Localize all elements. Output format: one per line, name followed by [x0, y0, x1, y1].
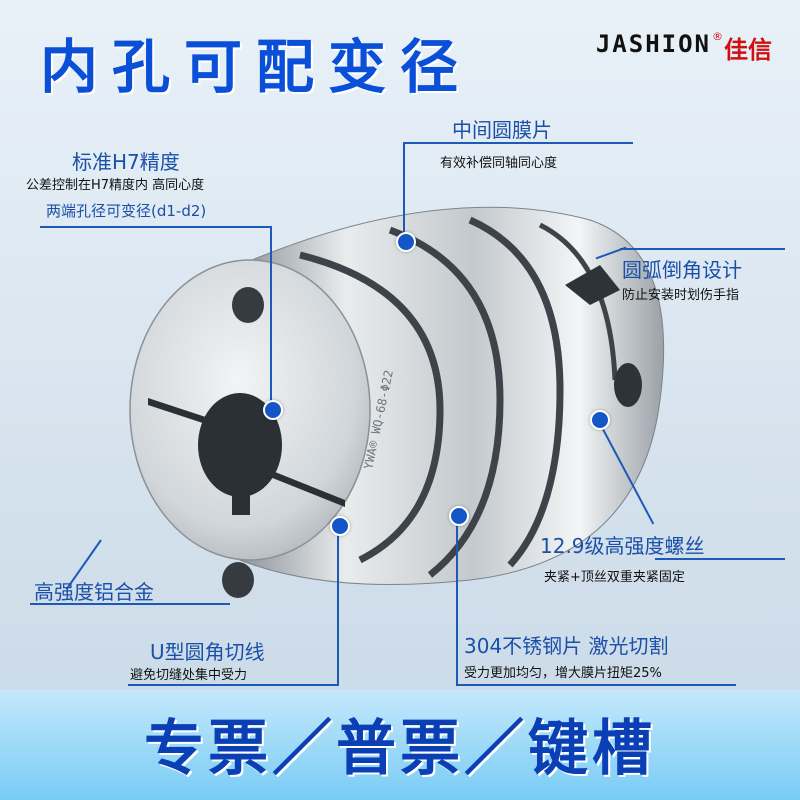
- callout-line-diaphragm: [403, 142, 633, 144]
- callout-line-diaphragm: [403, 142, 405, 238]
- diaphragm-slit: [299, 251, 444, 564]
- steel-diaphragm-title: 304不锈钢片 激光切割: [464, 634, 669, 658]
- aluminum-alloy-title: 高强度铝合金: [34, 580, 154, 604]
- side-screw-hole: [614, 363, 642, 407]
- middle-diaphragm-title: 中间圆膜片: [452, 118, 552, 142]
- clamp-cut: [270, 470, 345, 507]
- callout-line-aluminum: [30, 603, 230, 605]
- callout-line-h7: [40, 226, 272, 228]
- face-screw-hole: [232, 287, 264, 323]
- callout-line-steel: [456, 684, 736, 686]
- chamfer-design-desc: 防止安装时划伤手指: [622, 288, 740, 303]
- screw-desc: 夹紧+顶丝双重夹紧固定: [544, 570, 685, 585]
- registered-mark: ®: [712, 30, 723, 43]
- callout-dot-screw: [590, 410, 610, 430]
- callout-line-screw: [655, 558, 785, 560]
- face-screw-hole: [222, 562, 254, 598]
- callout-dot-steel: [449, 506, 469, 526]
- diaphragm-slit: [468, 216, 564, 568]
- callout-dot-h7: [263, 400, 283, 420]
- keyway: [232, 485, 250, 515]
- h7-precision-desc: 公差控制在H7精度内 高同心度: [26, 178, 205, 193]
- center-bore: [198, 393, 282, 497]
- middle-diaphragm-desc: 有效补偿同轴同心度: [440, 156, 558, 171]
- callout-line-chamfer: [620, 248, 785, 250]
- chamfer-notch: [565, 265, 620, 305]
- callout-dot-diaphragm: [396, 232, 416, 252]
- callout-dot-ucut: [330, 516, 350, 536]
- u-cut-desc: 避免切缝处集中受力: [130, 668, 248, 683]
- diaphragm-slit: [388, 226, 504, 578]
- callout-line-ucut: [337, 525, 339, 685]
- steel-diaphragm-desc: 受力更加均匀，增大膜片扭矩25%: [464, 666, 662, 681]
- brand-name-cn: 佳信: [724, 36, 772, 64]
- callout-line-h7: [270, 226, 272, 406]
- bottom-banner-text: 专票／普票／键槽: [144, 714, 656, 784]
- headline: 内孔可配变径: [40, 33, 473, 101]
- h7-precision-title: 标准H7精度: [72, 150, 180, 174]
- callout-line-steel: [456, 520, 458, 685]
- u-cut-title: U型圆角切线: [150, 640, 265, 664]
- variable-bore-note: 两端孔径可变径(d1-d2): [46, 202, 207, 220]
- brand-name-en: JASHION: [595, 30, 711, 58]
- screw-title: 12.9级高强度螺丝: [540, 534, 705, 558]
- chamfer-design-title: 圆弧倒角设计: [622, 258, 742, 282]
- clamp-cut: [148, 398, 230, 432]
- brand-logo: JASHION ® 佳信: [596, 30, 772, 65]
- bottom-banner: [0, 690, 800, 800]
- callout-line-ucut: [128, 684, 339, 686]
